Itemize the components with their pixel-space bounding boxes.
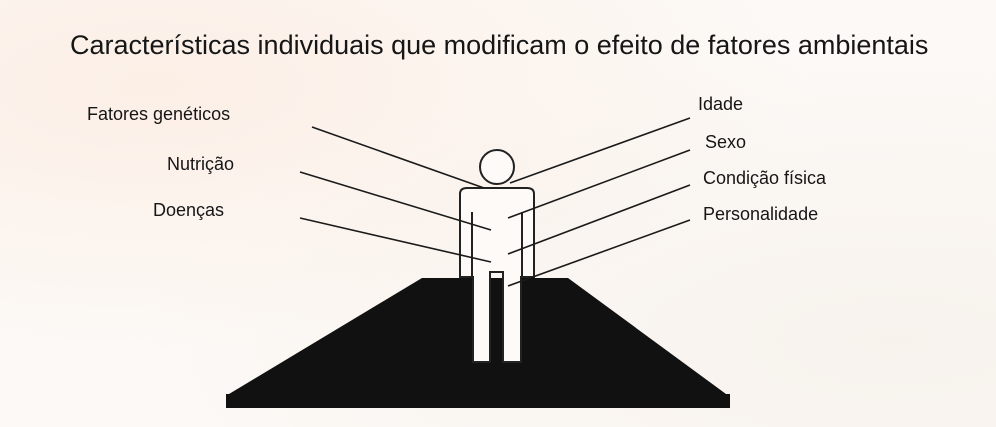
factor-label-fatores-geneticos: Fatores genéticos: [87, 104, 231, 124]
factor-label-condicao-fisica: Condição física: [703, 168, 827, 188]
platform-base: [226, 394, 730, 408]
connector-nutricao: [299, 171, 492, 231]
connector-condicao-fisica: [507, 184, 691, 255]
diagram-title: Características individuais que modifica…: [70, 30, 929, 60]
factor-label-doencas: Doenças: [153, 200, 225, 220]
right-connectors: [507, 117, 691, 287]
factor-label-nutricao: Nutrição: [167, 154, 235, 174]
figure-head: [479, 149, 515, 185]
left-connectors: [299, 126, 492, 263]
human-figure-icon: [459, 149, 535, 363]
connector-personalidade: [507, 219, 691, 287]
connector-idade: [509, 117, 691, 184]
connector-fatores-geneticos: [311, 126, 485, 189]
factor-label-personalidade: Personalidade: [703, 204, 819, 224]
connector-doencas: [299, 217, 492, 263]
factor-label-sexo: Sexo: [705, 132, 747, 152]
figure-body: [459, 187, 535, 363]
connector-sexo: [507, 149, 691, 219]
factor-label-idade: Idade: [698, 94, 744, 114]
